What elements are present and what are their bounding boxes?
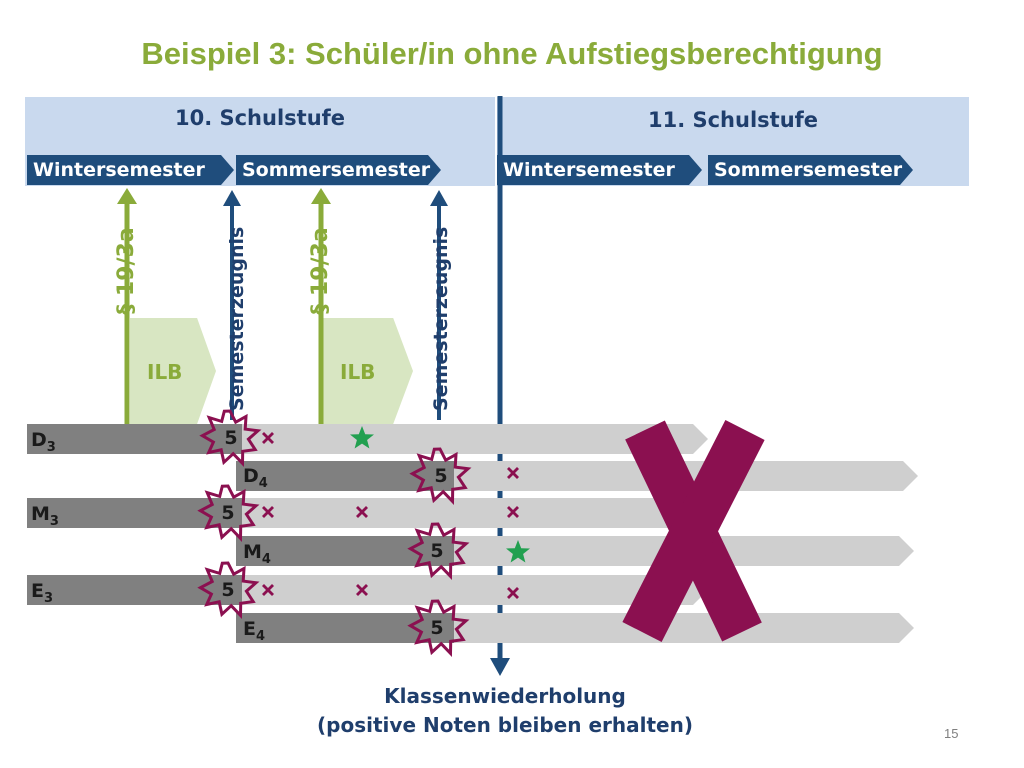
- fail-mark-m3-3: [507, 506, 519, 518]
- subject-label-e4: E4: [243, 618, 266, 644]
- subject-label-d4: D4: [243, 465, 268, 491]
- semester-11-summer: Sommersemester: [708, 155, 913, 185]
- subject-label-m3: M3: [31, 503, 59, 529]
- ilb-label-2: ILB: [340, 360, 376, 384]
- subject-label-m4: M4: [243, 541, 271, 567]
- report-arrow-2: [430, 190, 448, 420]
- subject-label-e3: E3: [31, 580, 54, 606]
- repeat-arrow: [490, 96, 510, 676]
- grade-e3: 5: [221, 579, 235, 601]
- fail-mark-e3-1: [262, 584, 274, 596]
- subject-label-d3: D3: [31, 429, 56, 455]
- grade-e4: 5: [430, 617, 444, 639]
- page-number: 15: [944, 726, 959, 741]
- fail-mark-e3-2: [356, 584, 368, 596]
- semester-10-winter: Wintersemester: [27, 155, 234, 185]
- fail-mark-m3-2: [356, 506, 368, 518]
- ilb-box-1: [130, 318, 216, 424]
- ilb-box-2: [323, 318, 413, 424]
- stage-10-title: 10. Schulstufe: [174, 106, 346, 130]
- fail-mark-e3-3: [507, 587, 519, 599]
- grade-d4: 5: [434, 465, 448, 487]
- semester-11-winter: Wintersemester: [497, 155, 702, 185]
- bar-e3-continued: [232, 575, 708, 605]
- repeat-label: Klassenwiederholung: [384, 684, 626, 708]
- ilb-label-1: ILB: [147, 360, 183, 384]
- big-cross-mark: [622, 420, 765, 642]
- grade-m4: 5: [430, 540, 444, 562]
- grade-d3: 5: [224, 427, 238, 449]
- pass-star-d3: [350, 426, 374, 449]
- paragraph-arrow-2: [311, 188, 331, 424]
- fail-mark-m3-1: [262, 506, 274, 518]
- bar-m3-continued: [232, 498, 708, 528]
- bar-e4-continued: [440, 613, 914, 643]
- repeat-note: (positive Noten bleiben erhalten): [317, 713, 693, 737]
- fail-mark-d3-1: [262, 432, 274, 444]
- grade-m3: 5: [221, 502, 235, 524]
- semester-10-summer: Sommersemester: [236, 155, 441, 185]
- slide-title: Beispiel 3: Schüler/in ohne Aufstiegsber…: [141, 36, 883, 71]
- pass-star-m4: [506, 540, 530, 563]
- fail-mark-d4-1: [507, 467, 519, 479]
- paragraph-arrow-1: [117, 188, 137, 424]
- report-arrow-1: [223, 190, 241, 420]
- stage-11-title: 11. Schulstufe: [647, 108, 819, 132]
